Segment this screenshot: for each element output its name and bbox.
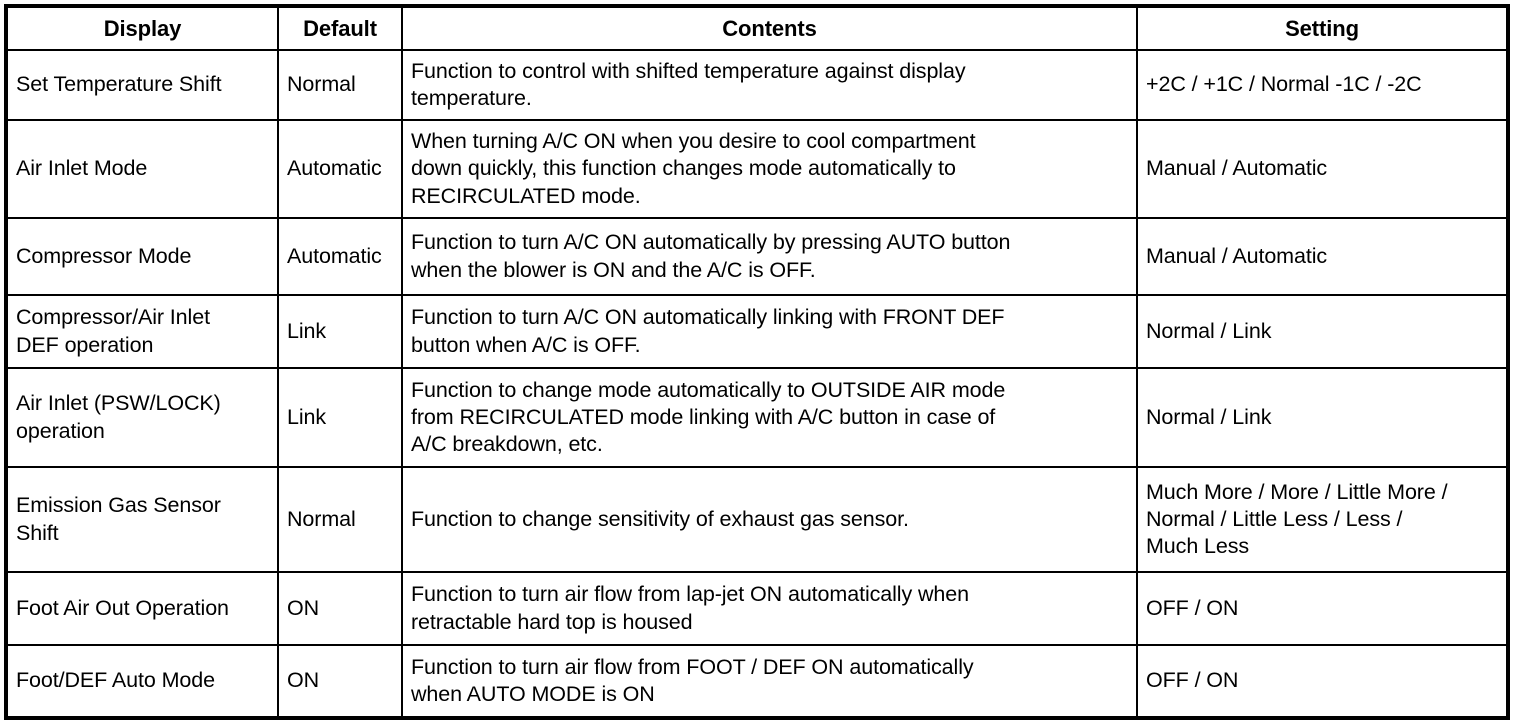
cell-contents-text-line: RECIRCULATED mode. (411, 183, 641, 208)
cell-setting-options-line: Manual / Automatic (1146, 243, 1328, 268)
cell-contents-text-line: Function to turn A/C ON automatically li… (411, 305, 1005, 330)
cell-display-name: Set Temperature Shift (5, 49, 279, 121)
cell-default-value-line: Normal (287, 72, 356, 97)
cell-default-value: Automatic (277, 217, 403, 296)
cell-display-name-line: Compressor/Air Inlet (16, 305, 210, 330)
cell-contents-text-line: Function to turn air flow from lap-jet O… (411, 582, 970, 607)
cell-display-name-line: operation (16, 418, 105, 443)
cell-contents-text-line: from RECIRCULATED mode linking with A/C … (411, 404, 996, 429)
cell-contents-text-line: when AUTO MODE is ON (411, 682, 655, 706)
cell-display-name-line: Air Inlet (PSW/LOCK) (16, 391, 221, 416)
cell-default-value-line: Link (287, 404, 327, 429)
cell-default-value: Link (277, 367, 403, 468)
cell-contents-text: Function to turn A/C ON automatically li… (401, 294, 1138, 369)
column-header-display: Display (5, 5, 279, 51)
cell-display-name-line: Set Temperature Shift (16, 72, 222, 97)
ac-settings-specification-table: Display Default Contents Setting Set Tem… (4, 4, 1510, 720)
cell-contents-text-line: when the blower is ON and the A/C is OFF… (411, 257, 816, 282)
cell-display-name: Foot Air Out Operation (5, 571, 279, 646)
column-header-setting: Setting (1136, 5, 1509, 51)
cell-contents-text-line: down quickly, this function changes mode… (411, 156, 956, 181)
cell-setting-options-line: Normal / Link (1146, 404, 1272, 429)
cell-display-name: Air Inlet (PSW/LOCK)operation (5, 367, 279, 468)
cell-display-name-line: Air Inlet Mode (16, 156, 148, 181)
cell-display-name: Compressor Mode (5, 217, 279, 296)
cell-default-value-line: Automatic (287, 156, 382, 181)
cell-contents-text: Function to turn air flow from lap-jet O… (401, 571, 1138, 646)
cell-setting-options: Much More / More / Little More /Normal /… (1136, 466, 1509, 573)
cell-contents-text: Function to change sensitivity of exhaus… (401, 466, 1138, 573)
cell-default-value: Link (277, 294, 403, 369)
cell-setting-options: Manual / Automatic (1136, 217, 1509, 296)
cell-setting-options-line: OFF / ON (1146, 668, 1239, 693)
table-header-row: Display Default Contents Setting (5, 5, 1509, 51)
table-row: Foot/DEF Auto Mode ON Function to turn air… (5, 644, 1509, 719)
cell-contents-text: Function to change mode automatically to… (401, 367, 1138, 468)
cell-contents-text-line: retractable hard top is housed (411, 609, 693, 634)
table-row: Air Inlet (PSW/LOCK)operation Link Functio… (5, 367, 1509, 468)
cell-setting-options: +2C / +1C / Normal -1C / -2C (1136, 49, 1509, 121)
cell-default-value-line: Link (287, 318, 327, 343)
cell-display-name-line: DEF operation (16, 332, 154, 357)
cell-contents-text-line: button when A/C is OFF. (411, 332, 641, 357)
cell-default-value: Normal (277, 466, 403, 573)
cell-setting-options-line: Manual / Automatic (1146, 156, 1328, 181)
cell-default-value: ON (277, 571, 403, 646)
cell-contents-text-line: Function to change sensitivity of exhaus… (411, 506, 909, 531)
cell-default-value: Normal (277, 49, 403, 121)
cell-display-name-line: Compressor Mode (16, 243, 192, 268)
table-row: Air Inlet Mode Automatic When turning A/C … (5, 119, 1509, 219)
cell-display-name: Foot/DEF Auto Mode (5, 644, 279, 719)
cell-setting-options: Manual / Automatic (1136, 119, 1509, 219)
cell-contents-text: Function to turn air flow from FOOT / DE… (401, 644, 1138, 719)
cell-setting-options-line: Normal / Link (1146, 318, 1272, 343)
cell-setting-options: Normal / Link (1136, 294, 1509, 369)
cell-setting-options-line: Much More / More / Little More / (1146, 479, 1448, 504)
cell-display-name-line: Foot Air Out Operation (16, 595, 229, 620)
cell-display-name-line: Emission Gas Sensor (16, 493, 221, 518)
cell-setting-options-line: Normal / Little Less / Less / (1146, 506, 1403, 531)
cell-contents-text: Function to control with shifted tempera… (401, 49, 1138, 121)
cell-setting-options-line: Much Less (1146, 534, 1250, 559)
cell-contents-text: When turning A/C ON when you desire to c… (401, 119, 1138, 219)
cell-display-name: Air Inlet Mode (5, 119, 279, 219)
cell-default-value: Automatic (277, 119, 403, 219)
cell-setting-options-line: +2C / +1C / Normal -1C / -2C (1146, 72, 1422, 97)
cell-default-value-line: ON (287, 595, 320, 620)
table-row: Set Temperature Shift Normal Function to c… (5, 49, 1509, 121)
cell-contents-text-line: A/C breakdown, etc. (411, 432, 603, 457)
column-header-contents: Contents (401, 5, 1138, 51)
cell-setting-options-line: OFF / ON (1146, 595, 1239, 620)
cell-setting-options: OFF / ON (1136, 571, 1509, 646)
cell-default-value-line: Automatic (287, 243, 382, 268)
column-header-default: Default (277, 5, 403, 51)
cell-contents-text-line: Function to turn A/C ON automatically by… (411, 230, 1011, 255)
cell-setting-options: Normal / Link (1136, 367, 1509, 468)
cell-contents-text-line: Function to turn air flow from FOOT / DE… (411, 654, 974, 679)
table-row: Compressor Mode Automatic Function to turn… (5, 217, 1509, 296)
cell-contents-text-line: temperature. (411, 86, 532, 110)
cell-contents-text: Function to turn A/C ON automatically by… (401, 217, 1138, 296)
table-row: Foot Air Out Operation ON Function to turn… (5, 571, 1509, 646)
cell-display-name-line: Foot/DEF Auto Mode (16, 668, 215, 693)
cell-contents-text-line: When turning A/C ON when you desire to c… (411, 129, 976, 154)
cell-display-name-line: Shift (16, 520, 59, 545)
cell-default-value-line: ON (287, 668, 320, 693)
cell-contents-text-line: Function to change mode automatically to… (411, 377, 1006, 402)
cell-default-value: ON (277, 644, 403, 719)
cell-setting-options: OFF / ON (1136, 644, 1509, 719)
cell-contents-text-line: Function to control with shifted tempera… (411, 58, 966, 83)
cell-default-value-line: Normal (287, 506, 356, 531)
